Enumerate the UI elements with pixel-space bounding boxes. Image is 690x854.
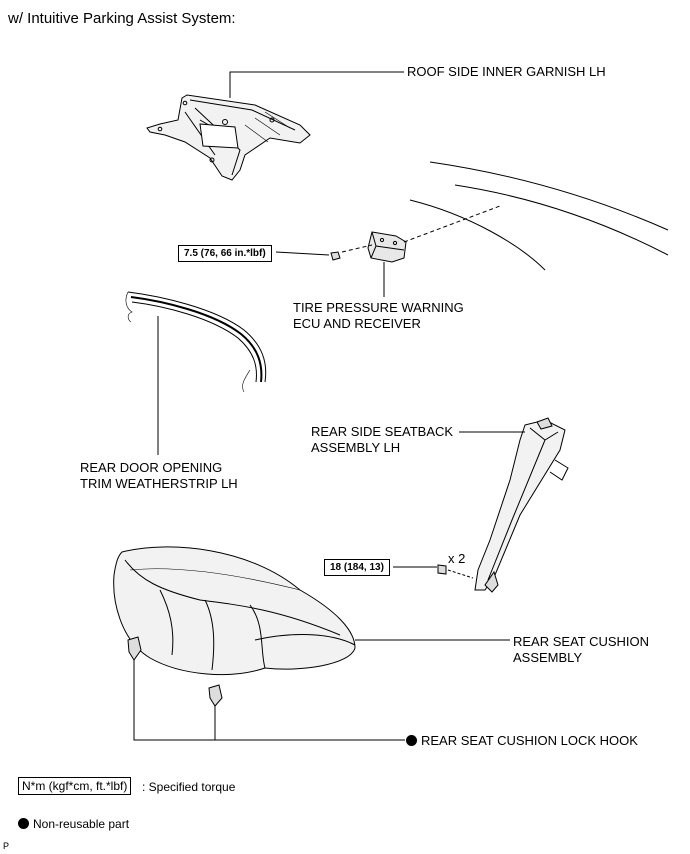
label-roof-garnish: ROOF SIDE INNER GARNISH LH bbox=[407, 64, 606, 79]
label-seatback-line1: REAR SIDE SEATBACK bbox=[311, 424, 454, 439]
leader-lockhook bbox=[133, 660, 405, 741]
legend-nonreusable-text: Non-reusable part bbox=[33, 817, 130, 831]
legend-bullet-icon bbox=[18, 818, 29, 829]
torque-tpms-nut: 7.5 (76, 66 in.*lbf) bbox=[178, 245, 272, 262]
legend-torque-box: N*m (kgf*cm, ft.*lbf) bbox=[18, 777, 132, 795]
legend-torque-desc: : Specified torque bbox=[142, 780, 236, 794]
label-cushion-line1: REAR SEAT CUSHION bbox=[513, 634, 650, 649]
seat-cushion-illustration bbox=[113, 546, 356, 676]
seatback-bolt bbox=[437, 564, 447, 575]
label-tpms-line2: ECU AND RECEIVER bbox=[293, 316, 421, 331]
seatback-illustration bbox=[474, 417, 569, 593]
leader-roof bbox=[229, 71, 404, 98]
label-lock-hook-text: REAR SEAT CUSHION LOCK HOOK bbox=[421, 733, 638, 748]
label-weatherstrip-line1: REAR DOOR OPENING bbox=[80, 460, 223, 475]
roof-garnish-illustration bbox=[146, 94, 311, 181]
body-curve-3 bbox=[409, 199, 546, 271]
tpms-ecu-illustration bbox=[367, 231, 407, 263]
seatback-bolt-dash bbox=[447, 569, 474, 579]
label-tpms-line1: TIRE PRESSURE WARNING bbox=[293, 300, 464, 315]
label-lock-hook: REAR SEAT CUSHION LOCK HOOK bbox=[406, 733, 638, 749]
legend-nonreusable: Non-reusable part bbox=[18, 816, 129, 832]
weatherstrip-illustration bbox=[125, 291, 267, 393]
lock-hook-1 bbox=[127, 636, 142, 661]
nonreusable-bullet-icon bbox=[406, 735, 417, 746]
leader-tpms-nut bbox=[275, 251, 330, 256]
label-cushion-line2: ASSEMBLY bbox=[513, 650, 583, 665]
torque-seatback-bolt: 18 (184, 13) bbox=[324, 559, 390, 576]
label-seatback-line2: ASSEMBLY LH bbox=[311, 440, 401, 455]
label-weatherstrip-line2: TRIM WEATHERSTRIP LH bbox=[80, 476, 238, 491]
lock-hook-2 bbox=[208, 684, 223, 707]
page-heading: w/ Intuitive Parking Assist System: bbox=[8, 10, 236, 27]
body-curve-2 bbox=[454, 184, 669, 256]
bolt-quantity: x 2 bbox=[448, 551, 466, 566]
body-curve-1 bbox=[429, 161, 669, 231]
footer-code: P bbox=[3, 841, 10, 851]
tpms-nut bbox=[330, 251, 341, 261]
tpms-dash-line bbox=[341, 205, 501, 253]
